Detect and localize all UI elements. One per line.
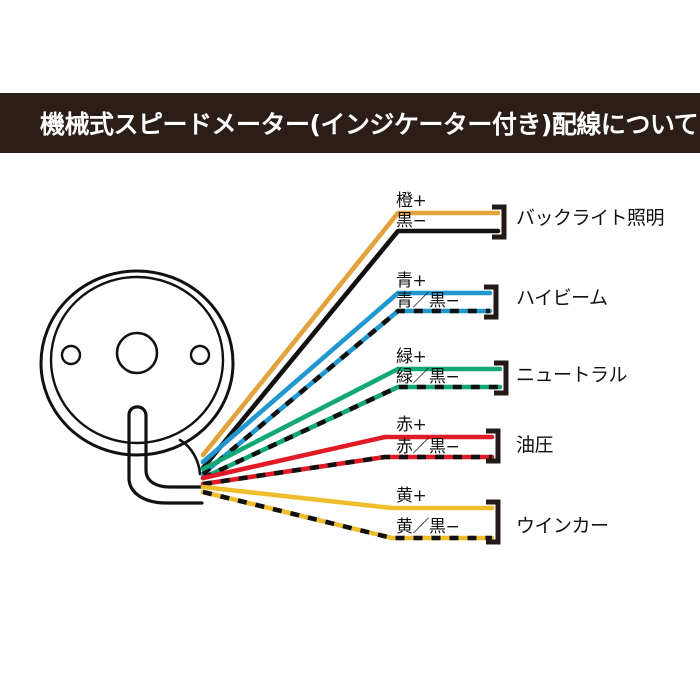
- wire-yellow-plus: [200, 484, 495, 511]
- wire-label-red-black-minus: 赤／黒−: [396, 437, 460, 457]
- wire-label-green-plus: 緑+: [396, 347, 427, 367]
- wire-label-red-plus: 赤+: [396, 415, 427, 435]
- gauge-left-hole: [60, 344, 82, 366]
- wire-blue-plus: [200, 290, 493, 465]
- function-label-neutral: ニュートラル: [516, 364, 628, 386]
- wire-green-plus: [200, 366, 503, 472]
- cable-boot-collar: [178, 438, 202, 476]
- cable-boot: [127, 405, 204, 489]
- function-label-backlight: バックライト照明: [516, 207, 665, 229]
- title-bar: 機械式スピードメーター(インジケーター付き)配線について: [0, 93, 700, 153]
- wire-label-blue-black-minus: 青／黒−: [396, 291, 460, 311]
- wire-yellow-black-minus: [200, 489, 495, 541]
- wire-label-blue-plus: 青+: [396, 271, 427, 291]
- wire-group-neutral: [200, 360, 509, 481]
- wire-label-orange-plus: 橙+: [396, 191, 427, 211]
- function-label-oil-pressure: 油圧: [516, 434, 554, 456]
- connector-bracket-high-beam: [484, 284, 499, 320]
- connector-bracket-turn-signal: [486, 499, 501, 545]
- page-title: 機械式スピードメーター(インジケーター付き)配線について: [40, 110, 699, 139]
- wire-green-black-minus: [200, 384, 503, 481]
- connector-bracket-backlight: [492, 204, 507, 240]
- wire-group-backlight: [200, 204, 507, 471]
- wire-label-yellow-plus: 黄+: [396, 486, 427, 506]
- wire-red-plus: [200, 434, 495, 481]
- function-label-turn-signal: ウインカー: [516, 515, 609, 537]
- function-label-high-beam: ハイビーム: [516, 287, 608, 309]
- wire-label-green-black-minus: 緑／黒−: [396, 367, 460, 387]
- cable-boot-inner: [127, 413, 204, 505]
- gauge-center-hole: [115, 331, 159, 375]
- wire-black-minus: [200, 228, 501, 471]
- connector-bracket-neutral: [494, 360, 509, 396]
- wire-red-black-minus-dashes: [202, 454, 492, 487]
- gauge-right-hole: [189, 344, 211, 366]
- wire-blue-black-minus-dashes: [201, 308, 490, 476]
- connector-bracket-oil-pressure: [486, 428, 501, 464]
- wire-group-high-beam: [200, 284, 499, 477]
- speedometer-body: [39, 269, 235, 505]
- wire-group-turn-signal: [200, 484, 501, 545]
- wire-label-yellow-black-minus: 黄／黒−: [396, 517, 460, 537]
- wire-orange-plus: [200, 210, 501, 458]
- wire-label-black-minus: 黒−: [396, 211, 427, 231]
- wire-group-oil-pressure: [200, 428, 501, 487]
